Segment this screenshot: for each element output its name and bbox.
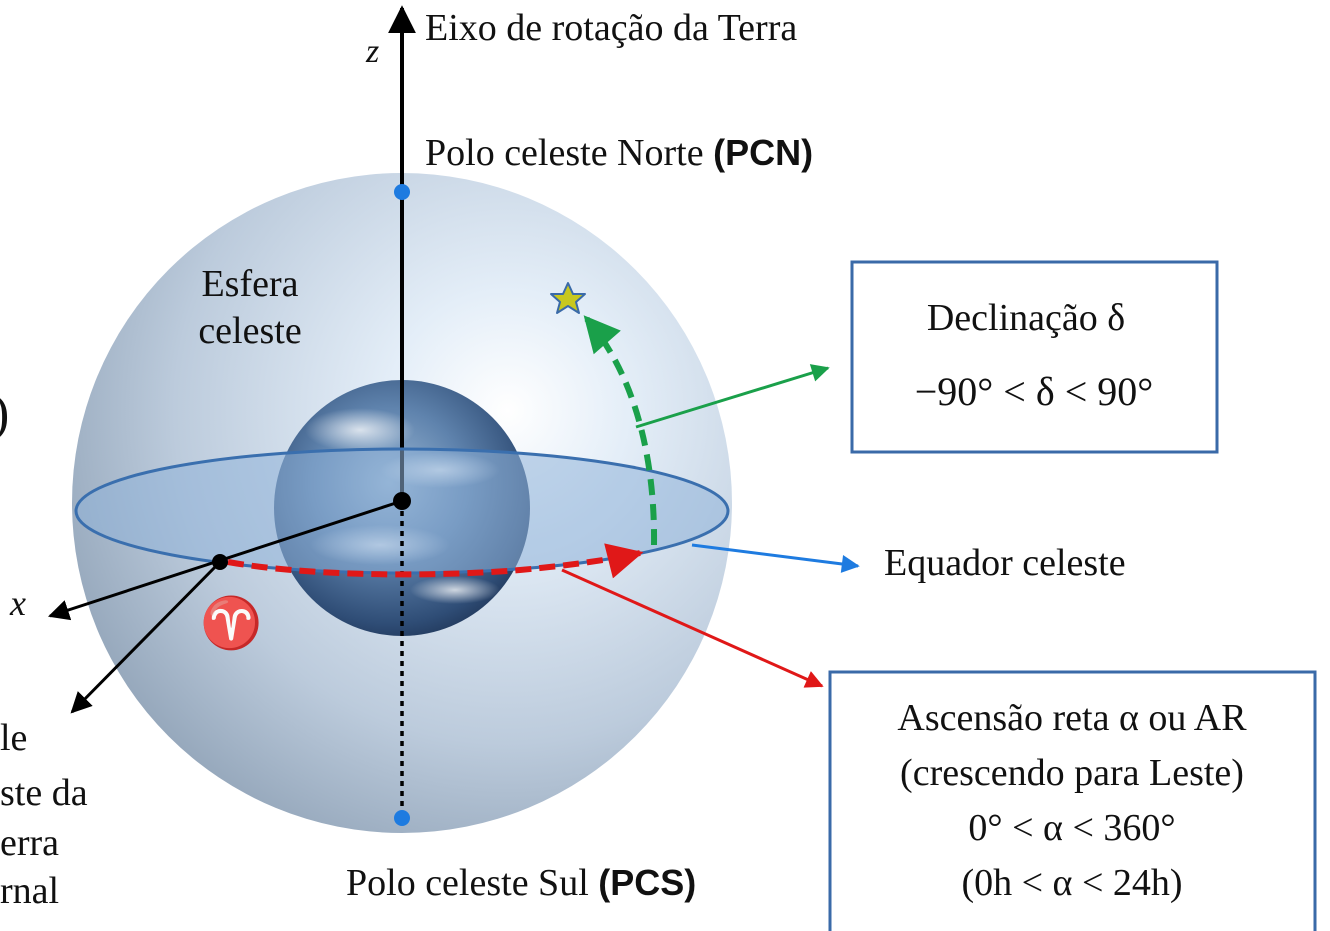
x-axis-label: x [9, 583, 26, 623]
right-ascension-line1: Ascensão reta α ou AR [897, 697, 1247, 739]
vernal-point [212, 554, 228, 570]
sphere-label-line1: Esfera [201, 263, 298, 305]
right-ascension-pointer-arrow [561, 568, 824, 688]
right-ascension-box: Ascensão reta α ou AR (crescendo para Le… [828, 670, 1317, 931]
axis-title: Eixo de rotação da Terra [425, 7, 797, 49]
declination-pointer-arrow [635, 364, 830, 429]
south-pole-dot [394, 810, 410, 826]
declination-title: Declinação δ [927, 297, 1125, 339]
left-cut-paren: ) [0, 385, 9, 442]
north-pole-dot [394, 184, 410, 200]
aries-icon: ♈ [200, 594, 262, 651]
declination-range: −90° < δ < 90° [915, 369, 1154, 414]
star-icon [550, 282, 586, 314]
declination-box: Declinação δ −90° < δ < 90° [850, 260, 1219, 454]
south-pole-label: Polo celeste Sul (PCS) [346, 862, 696, 904]
origin-point [393, 492, 411, 510]
left-cut-line3: erra [0, 822, 59, 864]
equator-pointer-arrow [691, 543, 860, 573]
right-ascension-line3: 0° < α < 360° [968, 807, 1175, 849]
right-ascension-line2: (crescendo para Leste) [900, 752, 1244, 794]
equator-label: Equador celeste [884, 542, 1126, 584]
vernal-direction-arrow [70, 560, 222, 714]
sphere-label-line2: celeste [198, 310, 301, 352]
z-axis-label: z [365, 33, 379, 70]
left-cut-line2: ste da [0, 772, 88, 814]
left-cut-line4: rnal [0, 870, 59, 912]
left-cut-line1: le [0, 717, 27, 759]
declination-arc [583, 315, 658, 546]
right-ascension-line4: (0h < α < 24h) [961, 862, 1182, 904]
north-pole-label: Polo celeste Norte (PCN) [425, 132, 813, 174]
